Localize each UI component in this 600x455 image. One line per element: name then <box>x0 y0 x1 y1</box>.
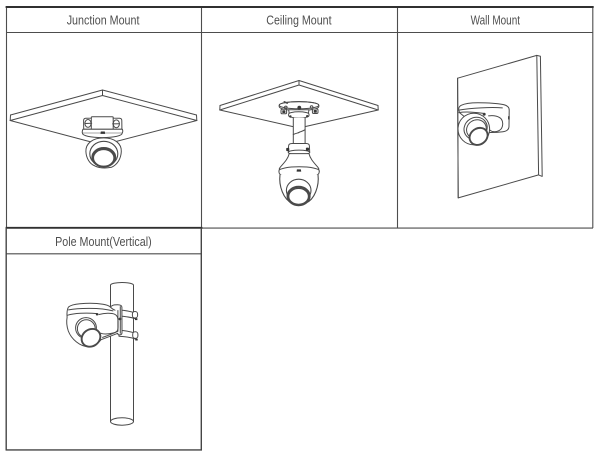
svg-text:Ceiling Mount: Ceiling Mount <box>266 14 332 28</box>
svg-text:Wall Mount: Wall Mount <box>471 14 521 28</box>
svg-text:Pole Mount(Vertical): Pole Mount(Vertical) <box>55 235 152 249</box>
svg-text:Junction Mount: Junction Mount <box>67 14 140 28</box>
